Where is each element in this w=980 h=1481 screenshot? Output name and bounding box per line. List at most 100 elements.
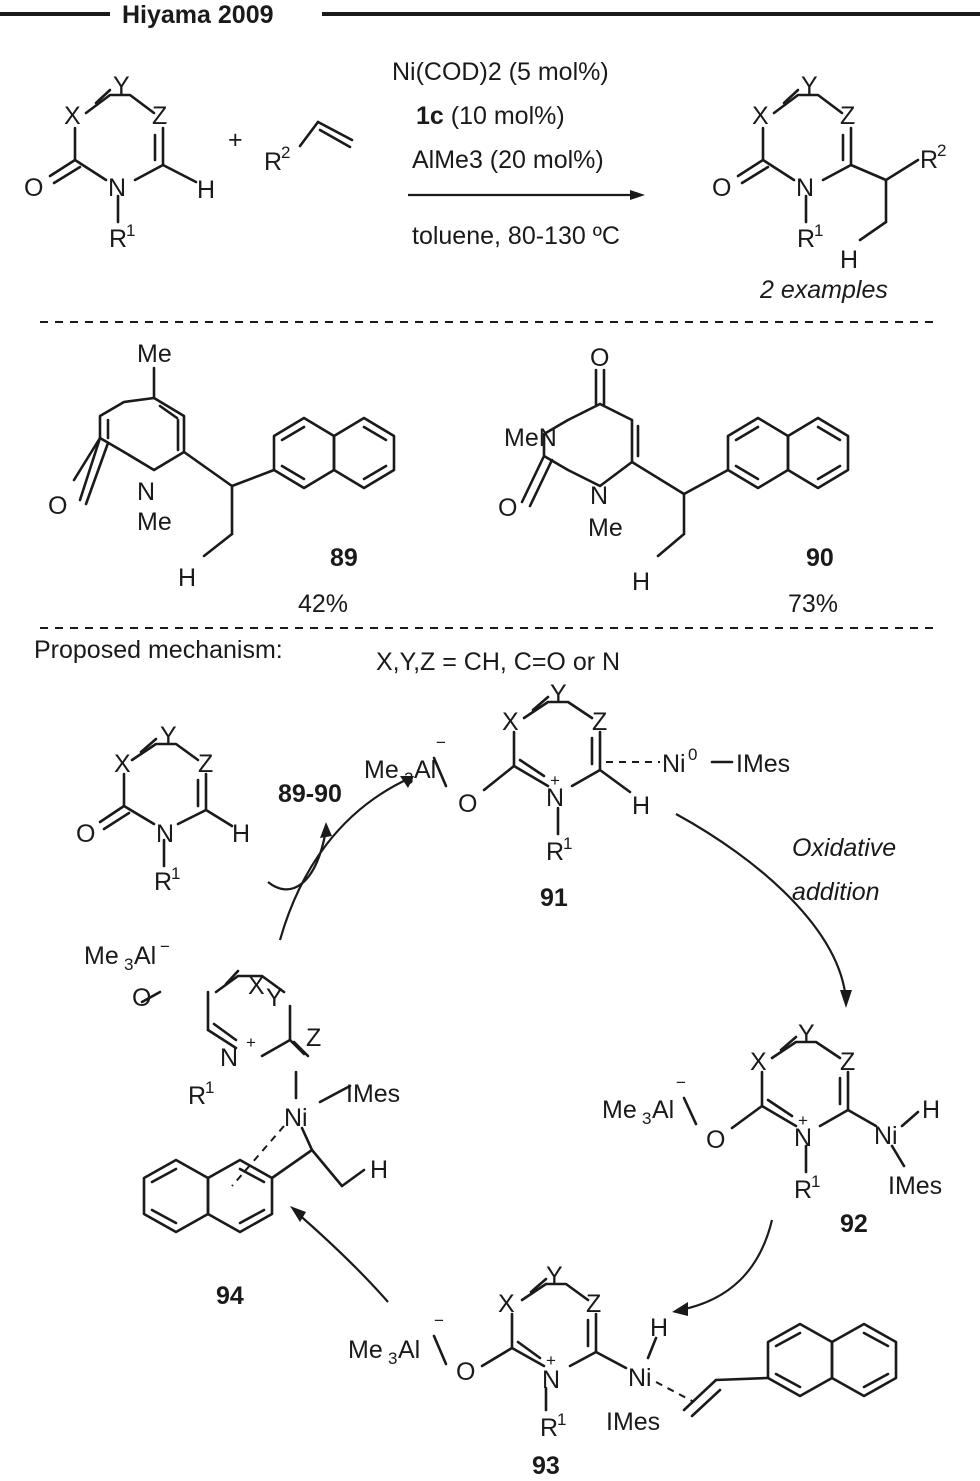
svg-text:1: 1 [205, 1078, 214, 1097]
svg-text:Z: Z [198, 750, 213, 778]
intermediate-93-label: 93 [532, 1452, 560, 1480]
svg-text:1: 1 [811, 1172, 820, 1191]
header-title: Hiyama 2009 [122, 1, 274, 29]
svg-text:O: O [706, 1126, 725, 1154]
svg-text:Ni: Ni [662, 750, 686, 778]
svg-text:−: − [160, 937, 170, 956]
svg-text:O: O [48, 492, 67, 520]
svg-text:X: X [64, 102, 81, 130]
svg-text:X: X [498, 1290, 515, 1318]
svg-text:Me: Me [84, 942, 119, 970]
oxidative-label-2: addition [792, 878, 880, 906]
svg-text:R: R [797, 225, 815, 253]
svg-text:H: H [650, 1314, 668, 1342]
svg-text:+: + [798, 1111, 808, 1130]
svg-text:2: 2 [937, 141, 946, 160]
svg-text:O: O [132, 984, 151, 1012]
svg-text:−: − [436, 733, 446, 752]
svg-text:X: X [114, 750, 131, 778]
svg-text:R: R [188, 1082, 206, 1110]
svg-text:Me: Me [137, 508, 172, 536]
intermediate-94-label: 94 [216, 1282, 244, 1310]
svg-text:Y: Y [550, 680, 567, 708]
svg-text:1: 1 [563, 834, 572, 853]
plus-sign: + [228, 126, 243, 154]
svg-text:R: R [264, 148, 282, 176]
svg-text:Y: Y [546, 1262, 563, 1290]
svg-text:R: R [540, 1414, 558, 1442]
svg-text:IMes: IMes [346, 1080, 400, 1108]
conditions-text: toluene, 80-130 ºC [412, 222, 620, 250]
svg-text:3: 3 [388, 1349, 397, 1368]
mechanism-heading: Proposed mechanism: [34, 636, 283, 664]
mechanism-substrate: X Y Z O N H R1 [76, 722, 250, 896]
svg-text:N: N [796, 174, 814, 202]
svg-text:Z: Z [586, 1290, 601, 1318]
scheme-product: X Y Z O N R2 R1 H 2 examples [712, 72, 946, 304]
svg-text:Al: Al [398, 1336, 420, 1364]
svg-text:+: + [246, 1033, 256, 1052]
reagent-line-3: AlMe3 (20 mol%) [412, 146, 604, 174]
intermediate-92-label: 92 [840, 1210, 868, 1238]
catalyst-id: 1c [416, 102, 444, 130]
svg-text:O: O [590, 344, 609, 372]
svg-text:X: X [248, 972, 265, 1000]
svg-text:H: H [197, 176, 215, 204]
svg-text:N: N [156, 820, 174, 848]
product-release-label: 89-90 [278, 780, 342, 808]
alkene-reactant: R2 [264, 120, 354, 176]
svg-text:N: N [542, 1366, 560, 1394]
reaction-arrow-head [630, 190, 645, 200]
svg-text:N: N [137, 478, 155, 506]
reactant-heterocycle: X Y Z O N H R1 [24, 72, 215, 253]
svg-text:Ni: Ni [628, 1364, 652, 1392]
svg-text:−: − [676, 1073, 686, 1092]
svg-text:Y: Y [798, 1020, 815, 1048]
svg-text:2: 2 [281, 143, 290, 162]
svg-text:X: X [752, 102, 769, 130]
svg-text:Z: Z [840, 1048, 855, 1076]
svg-text:Me: Me [137, 340, 172, 368]
svg-text:O: O [24, 174, 43, 202]
compound-89-yield: 42% [298, 590, 348, 618]
svg-text:+: + [550, 771, 560, 790]
intermediate-91-label: 91 [540, 884, 568, 912]
svg-text:H: H [632, 568, 650, 596]
svg-text:Ni: Ni [874, 1122, 898, 1150]
svg-text:X: X [750, 1048, 767, 1076]
svg-text:H: H [922, 1096, 940, 1124]
svg-text:N: N [590, 482, 608, 510]
svg-text:Y: Y [113, 72, 130, 100]
svg-text:Y: Y [160, 722, 177, 750]
svg-text:N: N [546, 784, 564, 812]
svg-text:Me: Me [364, 756, 399, 784]
svg-text:Me: Me [588, 514, 623, 542]
header-bar: Hiyama 2009 [0, 1, 980, 29]
svg-text:N: N [220, 1044, 238, 1072]
svg-text:IMes: IMes [736, 750, 790, 778]
compound-90: O MeN O N Me H 90 73% [498, 344, 850, 618]
svg-text:H: H [370, 1156, 388, 1184]
catalytic-cycle-arrows [267, 776, 852, 1316]
svg-text:1: 1 [126, 221, 135, 240]
svg-text:O: O [456, 1358, 475, 1386]
svg-text:H: H [232, 820, 250, 848]
svg-text:1: 1 [814, 221, 823, 240]
svg-text:3: 3 [124, 955, 133, 974]
svg-text:R: R [794, 1176, 812, 1204]
svg-text:Ni: Ni [284, 1104, 308, 1132]
svg-text:O: O [498, 494, 517, 522]
svg-text:Me: Me [602, 1096, 637, 1124]
svg-text:Z: Z [306, 1024, 321, 1052]
svg-text:Al: Al [652, 1096, 674, 1124]
svg-text:1: 1 [557, 1410, 566, 1429]
svg-text:Z: Z [592, 708, 607, 736]
svg-text:MeN: MeN [504, 424, 557, 452]
compound-90-label: 90 [806, 544, 834, 572]
reaction-conditions: Ni(COD)2 (5 mol%) 1c (10 mol%) AlMe3 (20… [392, 58, 645, 250]
